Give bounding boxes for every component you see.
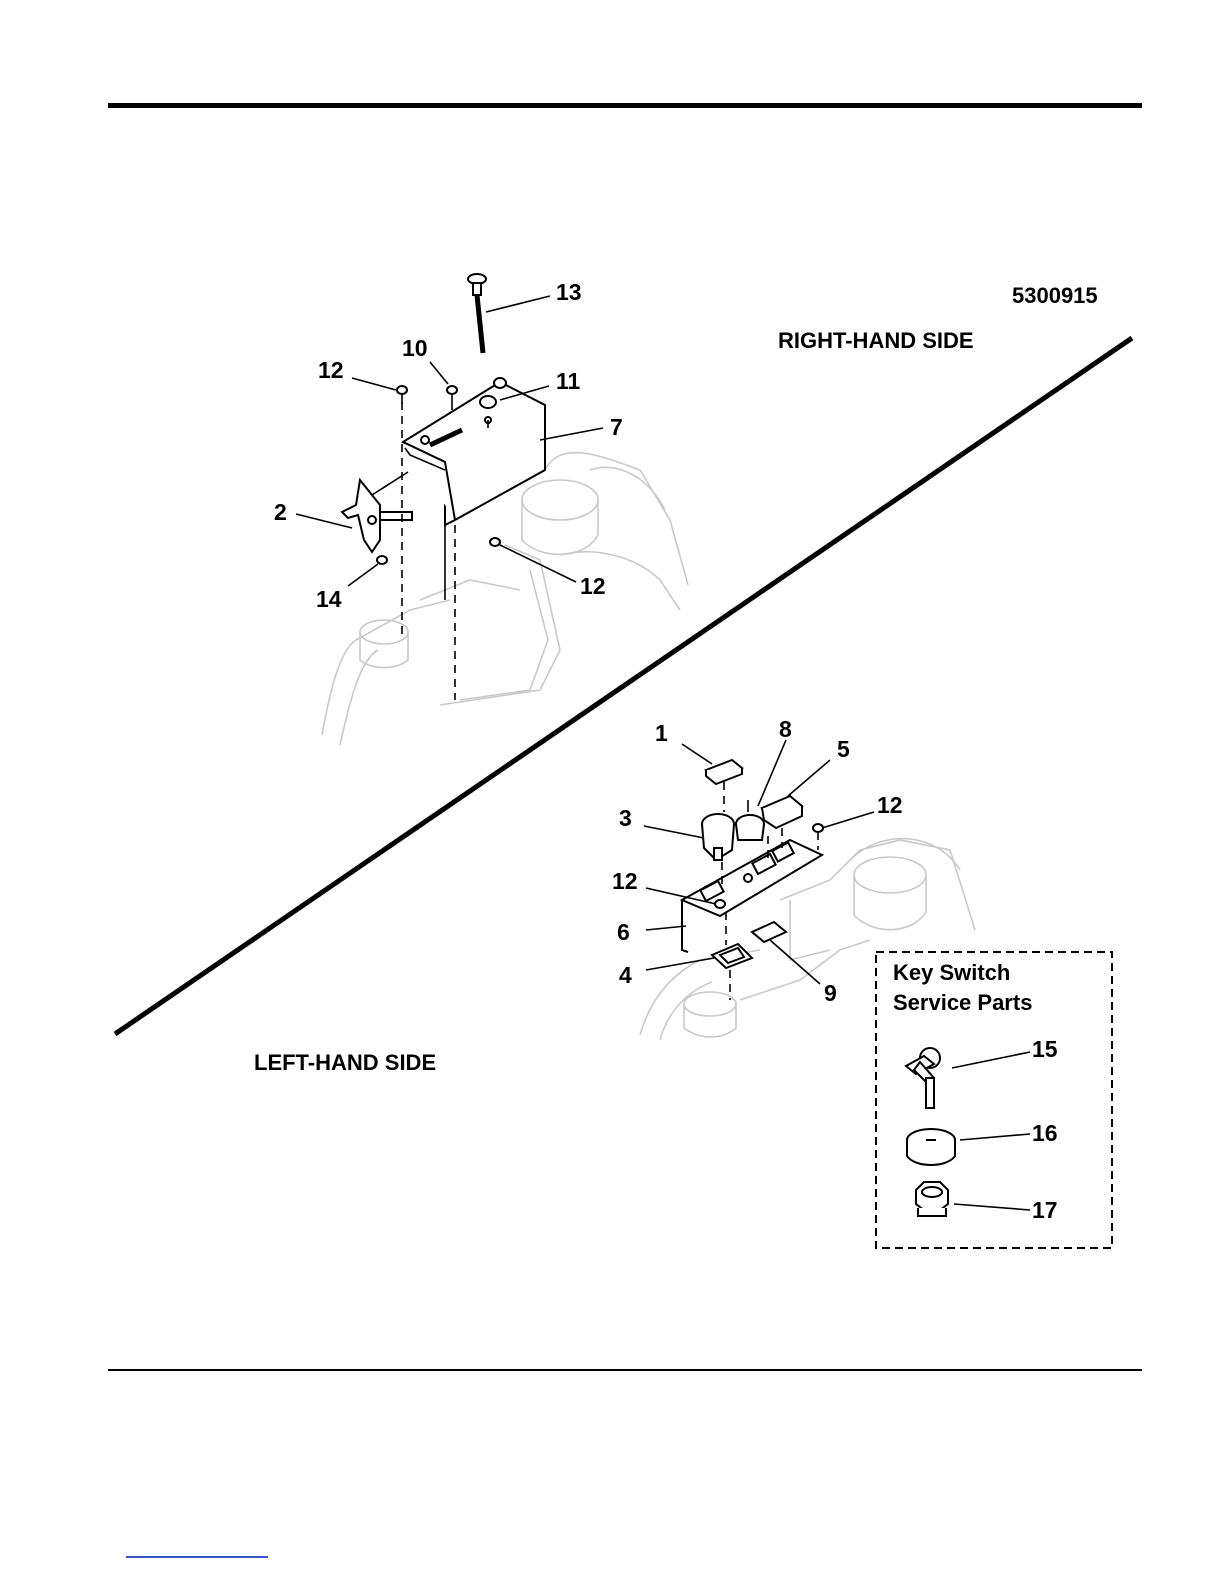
callout-7: 7: [610, 414, 623, 440]
callout-17: 17: [1032, 1197, 1058, 1223]
callout-5: 5: [837, 736, 850, 762]
part-14-nut: [377, 556, 387, 564]
callout-1: 1: [655, 720, 668, 746]
callout-15: 15: [1032, 1036, 1058, 1062]
part-15-keys: [906, 1048, 940, 1108]
part-8-key-switch: [736, 800, 764, 840]
footer-link-underline[interactable]: [126, 1556, 268, 1558]
drawing-number: 5300915: [1012, 283, 1098, 308]
callout-9: 9: [824, 980, 837, 1006]
callout-2: 2: [274, 499, 287, 525]
callout-12-side: 12: [580, 573, 606, 599]
callout-6: 6: [617, 919, 630, 945]
part-12-screw-plate-left: [715, 900, 725, 908]
left-hand-side-title: LEFT-HAND SIDE: [254, 1050, 436, 1075]
callout-4: 4: [619, 962, 632, 988]
part-4-bezel: [712, 944, 752, 968]
footer-rule: [108, 1369, 1142, 1371]
part-10-screw: [447, 386, 457, 410]
callout-10: 10: [402, 335, 428, 361]
part-13-rod: [468, 274, 486, 353]
callout-12-right: 12: [877, 792, 903, 818]
callout-13: 13: [556, 279, 582, 305]
callout-16: 16: [1032, 1120, 1058, 1146]
callout-11: 11: [556, 368, 581, 394]
callout-12-top: 12: [318, 357, 344, 383]
right-hand-side-title: RIGHT-HAND SIDE: [778, 328, 974, 353]
part-17-nut: [916, 1182, 948, 1216]
callout-8: 8: [779, 716, 792, 742]
part-5-switch: [762, 796, 802, 828]
part-16-cap: [907, 1129, 955, 1165]
part-12-screw-top: [397, 386, 407, 404]
service-box-title-line1: Key Switch: [893, 960, 1010, 985]
callout-12-left: 12: [612, 868, 638, 894]
part-3-switch: [702, 814, 734, 860]
part-12-screw-side: [490, 538, 500, 546]
part-9-gasket: [752, 922, 786, 942]
left-parts: [682, 760, 823, 1000]
part-7-bracket: [403, 382, 545, 525]
right-parts: [342, 274, 545, 700]
callout-3: 3: [619, 805, 632, 831]
right-ghost-body: [322, 453, 688, 745]
part-6-plate: [682, 840, 822, 952]
callout-14: 14: [316, 586, 342, 612]
service-parts-box: Key Switch Service Parts 15 16: [876, 952, 1112, 1248]
service-box-title-line2: Service Parts: [893, 990, 1032, 1015]
part-12-screw-plate-right: [813, 824, 823, 832]
